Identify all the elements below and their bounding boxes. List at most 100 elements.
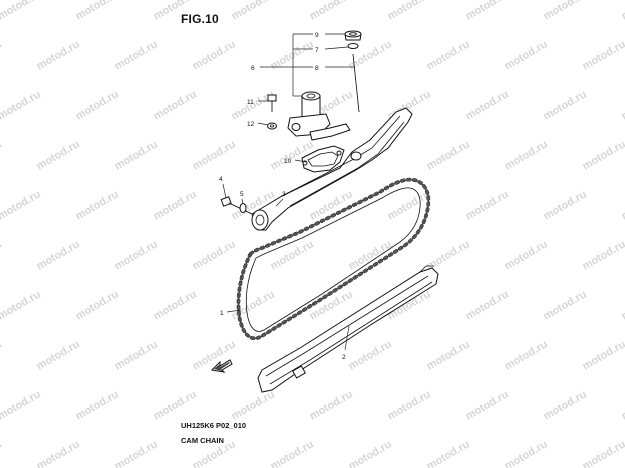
chain-link [335,210,342,216]
chain-link [406,177,412,182]
diagram-code: UH125K6 P02_010 [181,421,247,430]
chain-link [415,229,421,235]
chain-link [400,178,406,183]
chain-link [382,255,389,261]
watermark-text: motod.ru [386,388,433,422]
cap-9 [344,30,362,41]
chain-link [259,245,266,251]
chain-link [367,265,374,271]
watermark-text: motod.ru [581,238,625,272]
callout-12: 12 [247,121,255,128]
watermark-text: motod.ru [0,138,4,172]
watermark-text: motod.ru [503,238,550,272]
watermark-text: motod.ru [581,338,625,372]
chain-link [411,178,418,183]
watermark-text: motod.ru [113,238,160,272]
watermark-text: motod.ru [464,0,511,23]
watermark-text: motod.ru [542,288,589,322]
chain-link [239,322,244,328]
chain-link [402,242,409,248]
chain-link [291,313,298,319]
callout-2: 2 [342,354,346,361]
chain-link [314,221,320,226]
gasket-10 [301,145,345,173]
watermark-text: motod.ru [74,88,121,122]
chain-link [325,215,331,221]
chain-link [378,188,385,194]
chain-link [249,250,255,256]
chain-link [327,291,333,296]
watermark-text: motod.ru [347,438,394,468]
tensioner-arm-3 [251,107,413,231]
watermark-text: motod.ru [620,288,625,322]
tensioner-body-6 [287,91,351,141]
chain-link [271,326,277,331]
chain-link [362,196,369,202]
chain-link [332,287,338,293]
callout-11: 11 [247,99,254,106]
watermark-text: motod.ru [74,188,121,222]
watermark-text: motod.ru [74,0,121,23]
watermark-text: motod.ru [542,188,589,222]
watermark-text: motod.ru [269,38,316,72]
chain-link [245,257,250,264]
watermark-text: motod.ru [347,338,394,372]
bolt-11 [267,94,277,112]
chain-link [239,274,244,281]
chain-link [265,243,271,248]
chain-link [330,213,336,218]
chain-link [266,329,272,335]
chain-link [421,218,427,225]
watermark-text: motod.ru [308,0,355,23]
chain-link [243,263,248,269]
chain-link [425,207,430,213]
watermark-text: motod.ru [230,388,277,422]
chain-link [270,240,277,246]
watermark-text: motod.ru [620,188,625,222]
watermark-text: motod.ru [581,438,625,468]
watermark-text: motod.ru [152,88,199,122]
chain-link [397,245,404,251]
watermark-text: motod.ru [0,188,43,222]
chain-link [236,292,241,298]
chain-link [341,207,347,213]
chain-link [312,300,318,306]
chain-guide-2 [257,265,439,393]
chain-link [357,199,363,205]
watermark-text: motod.ru [464,188,511,222]
chain-link [298,229,304,234]
watermark-text: motod.ru [152,188,199,222]
chain-link [423,213,429,219]
chain-link [424,189,430,195]
chain-link [244,332,251,338]
watermark-text: motod.ru [113,138,160,172]
callout-4: 4 [219,176,223,183]
watermark-text: motod.ru [581,38,625,72]
watermark-text: motod.ru [0,238,4,272]
chain-link [276,322,282,328]
chain-link [287,233,293,239]
chain-link [377,258,384,264]
chain-link [411,233,417,240]
callout-6: 6 [251,65,255,72]
washer-12 [267,122,277,130]
watermark-text: motod.ru [113,438,160,468]
chain-link [347,278,353,284]
watermark-text: motod.ru [35,38,82,72]
chain-link [286,316,293,322]
diagram-name: CAM CHAIN [181,436,224,445]
chain-link [317,297,323,303]
chain-link [319,218,326,224]
chain-link [241,327,247,334]
watermark-text: motod.ru [386,0,433,23]
watermark-text: motod.ru [620,88,625,122]
chain-link [238,280,243,287]
watermark-text: motod.ru [152,288,199,322]
watermark-text: motod.ru [0,88,43,122]
callout-5: 5 [240,191,244,198]
chain-link [261,332,267,338]
chain-link [303,226,310,232]
push-rod-8 [352,53,360,113]
chain-link [372,261,379,267]
